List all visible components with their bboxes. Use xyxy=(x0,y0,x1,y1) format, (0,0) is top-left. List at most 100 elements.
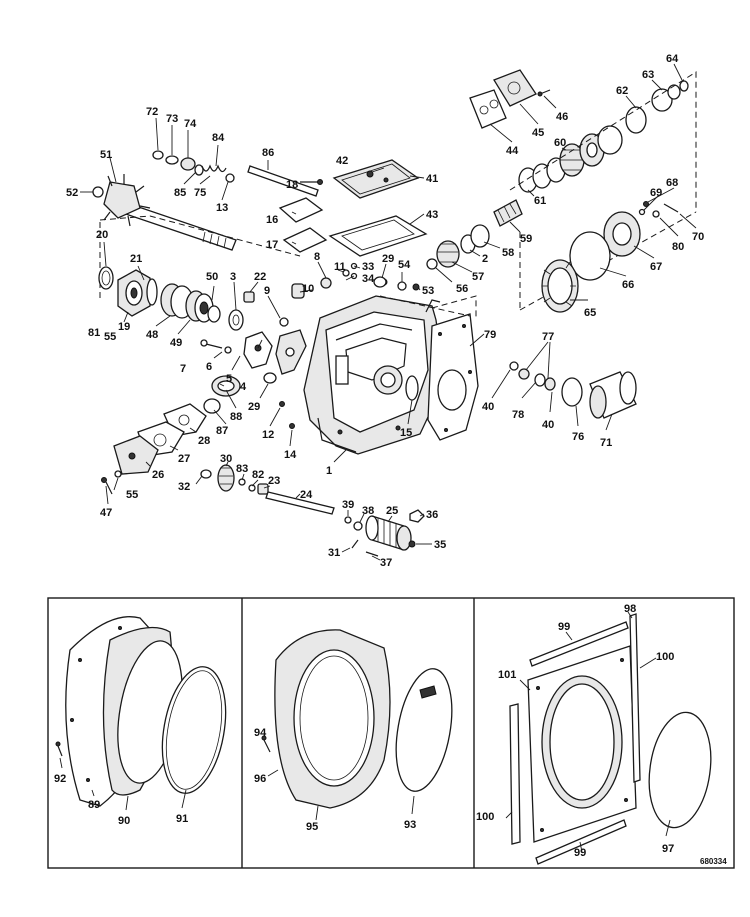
callout-92: 92 xyxy=(54,773,66,785)
callout-11: 11 xyxy=(334,261,346,273)
callout-19: 19 xyxy=(118,321,130,333)
callout-13: 13 xyxy=(216,202,228,214)
callout-89: 89 xyxy=(88,799,100,811)
panel-adapter-ring xyxy=(55,616,227,811)
callout-8: 8 xyxy=(314,251,320,263)
callout-44: 44 xyxy=(506,145,519,157)
callout-54: 54 xyxy=(398,259,411,271)
callout-49: 49 xyxy=(170,337,182,349)
callout-72: 72 xyxy=(146,106,158,118)
callout-17: 17 xyxy=(266,239,278,251)
callout-15: 15 xyxy=(400,427,412,439)
callout-51: 51 xyxy=(100,149,112,161)
callout-7: 7 xyxy=(180,363,186,375)
callout-82: 82 xyxy=(252,469,264,481)
callout-100: 100 xyxy=(656,651,674,663)
callout-33: 33 xyxy=(362,261,374,273)
callout-2: 2 xyxy=(482,253,488,265)
gearbox-housing xyxy=(303,295,441,455)
callout-22: 22 xyxy=(254,271,266,283)
callout-81: 81 xyxy=(88,327,100,339)
callout-52: 52 xyxy=(66,187,78,199)
upper-exploded-view xyxy=(92,69,697,557)
callout-84: 84 xyxy=(212,132,225,144)
bearing-cap xyxy=(117,269,151,317)
callout-59: 59 xyxy=(520,233,532,245)
callout-30: 30 xyxy=(220,453,232,465)
callout-18: 18 xyxy=(286,179,298,191)
callout-65: 65 xyxy=(584,307,596,319)
callout-77: 77 xyxy=(542,331,554,343)
callout-53: 53 xyxy=(422,285,434,297)
callout-64: 64 xyxy=(666,53,679,65)
drawing-reference: 680334 xyxy=(700,857,727,866)
callout-101: 101 xyxy=(498,669,516,681)
callout-76: 76 xyxy=(572,431,584,443)
callout-95: 95 xyxy=(306,821,318,833)
callout-93: 93 xyxy=(404,819,416,831)
callout-88: 88 xyxy=(230,411,242,423)
bearing-stack xyxy=(160,283,244,331)
callout-62: 62 xyxy=(616,85,628,97)
motor xyxy=(589,371,637,419)
callout-29: 29 xyxy=(382,253,394,265)
callout-74: 74 xyxy=(184,118,197,130)
callout-97: 97 xyxy=(662,843,674,855)
upper-callouts: 51 52 72 73 74 84 86 85 75 13 18 16 17 4… xyxy=(66,53,704,569)
callout-50: 50 xyxy=(206,271,218,283)
callout-20: 20 xyxy=(96,229,108,241)
callout-36: 36 xyxy=(426,509,438,521)
callout-99b: 99 xyxy=(574,847,586,859)
callout-31: 31 xyxy=(328,547,340,559)
callout-26: 26 xyxy=(152,469,164,481)
callout-4: 4 xyxy=(240,381,247,393)
callout-10: 10 xyxy=(302,283,314,295)
callout-58: 58 xyxy=(502,247,514,259)
callout-85: 85 xyxy=(174,187,186,199)
callout-87: 87 xyxy=(216,425,228,437)
callout-23: 23 xyxy=(268,475,280,487)
callout-75: 75 xyxy=(194,187,206,199)
callout-12: 12 xyxy=(262,429,274,441)
callout-16: 16 xyxy=(266,214,278,226)
callout-68: 68 xyxy=(666,177,678,189)
callout-55b: 55 xyxy=(126,489,138,501)
callout-71: 71 xyxy=(600,437,612,449)
callout-24: 24 xyxy=(300,489,313,501)
drum-spring xyxy=(365,515,412,551)
callout-47: 47 xyxy=(100,507,112,519)
callout-69: 69 xyxy=(650,187,662,199)
callout-61: 61 xyxy=(534,195,546,207)
housing-gasket xyxy=(427,313,479,441)
callout-100b: 100 xyxy=(476,811,494,823)
callout-25: 25 xyxy=(386,505,398,517)
callout-37: 37 xyxy=(380,557,392,569)
callout-41: 41 xyxy=(426,173,438,185)
callout-3: 3 xyxy=(230,271,236,283)
callout-96: 96 xyxy=(254,773,266,785)
callout-29b: 29 xyxy=(248,401,260,413)
callout-63: 63 xyxy=(642,69,654,81)
callout-66: 66 xyxy=(622,279,634,291)
callout-78: 78 xyxy=(512,409,524,421)
callout-43: 43 xyxy=(426,209,438,221)
callout-39: 39 xyxy=(342,499,354,511)
callout-34: 34 xyxy=(362,273,375,285)
callout-35: 35 xyxy=(434,539,446,551)
callout-32: 32 xyxy=(178,481,190,493)
callout-86: 86 xyxy=(262,147,274,159)
callout-40: 40 xyxy=(482,401,494,413)
top-cover xyxy=(332,159,420,199)
callout-67: 67 xyxy=(650,261,662,273)
callout-46: 46 xyxy=(556,111,568,123)
panel-square-flange xyxy=(505,611,712,865)
callout-21: 21 xyxy=(130,253,142,265)
callout-94: 94 xyxy=(254,727,267,739)
callout-28: 28 xyxy=(198,435,210,447)
callout-38: 38 xyxy=(362,505,374,517)
input-shaft xyxy=(92,174,237,251)
callout-45: 45 xyxy=(532,127,544,139)
callout-79: 79 xyxy=(484,329,496,341)
callout-70: 70 xyxy=(692,231,704,243)
